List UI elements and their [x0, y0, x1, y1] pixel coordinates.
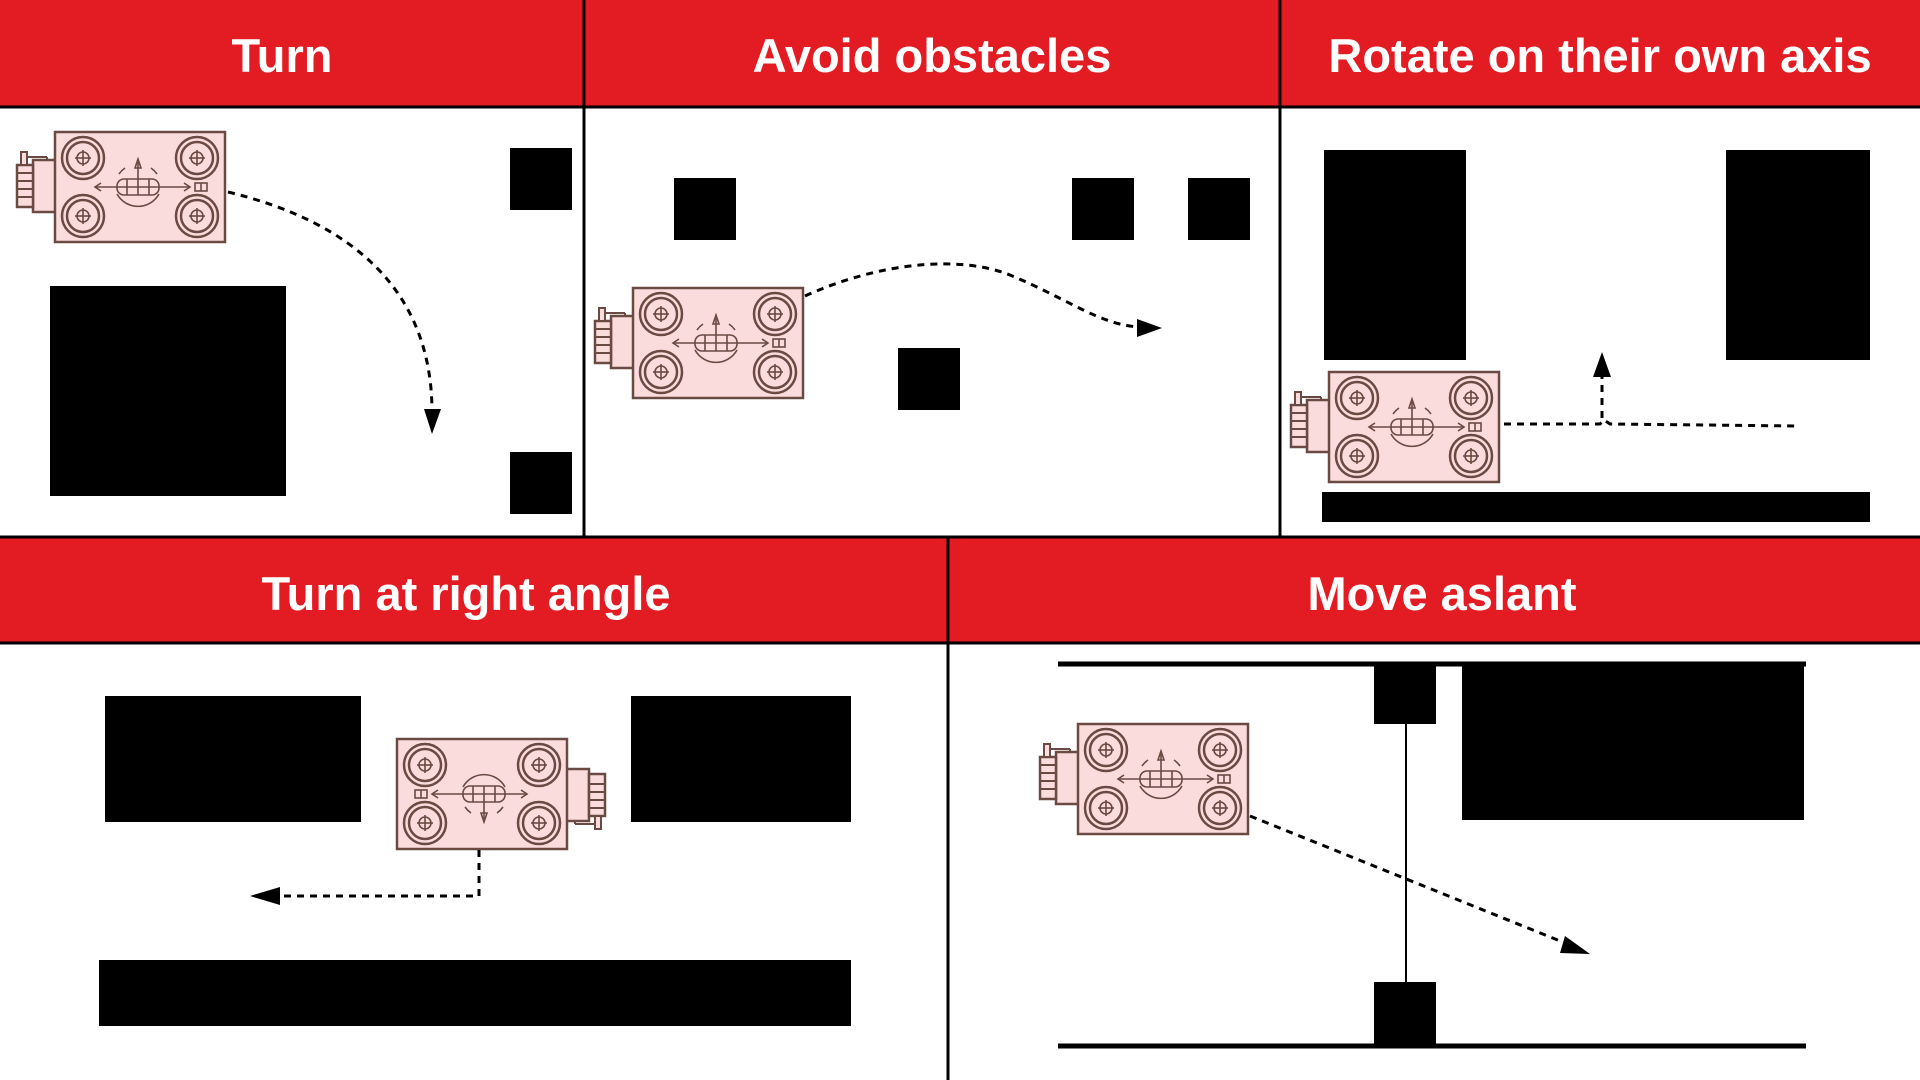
obstacle-block — [1322, 492, 1870, 522]
panel-title-turn: Turn — [232, 29, 333, 82]
mecanum-robot-icon — [15, 130, 227, 244]
panel-title-avoid-obstacles: Avoid obstacles — [753, 29, 1112, 82]
panel-title-rotate-axis: Rotate on their own axis — [1328, 29, 1871, 82]
arrow-head — [1137, 319, 1162, 337]
obstacle-block — [1188, 178, 1250, 240]
panel-move-aslant — [1038, 661, 1806, 1049]
obstacle-block — [510, 452, 572, 514]
dashed-path-arrow — [278, 850, 481, 898]
mecanum-robot-icon — [395, 737, 607, 851]
panel-title-move-aslant: Move aslant — [1307, 567, 1576, 620]
arrow-head — [250, 887, 280, 905]
obstacle-block — [1374, 982, 1436, 1046]
obstacle-block — [1072, 178, 1134, 240]
dashed-path-arrow — [1504, 418, 1798, 428]
obstacle-block — [105, 696, 361, 822]
mecanum-robot-icon — [593, 286, 805, 400]
arrow-head — [1560, 936, 1590, 954]
header-turn-right-angle: Turn at right angle — [0, 538, 948, 643]
mecanum-robot-icon — [1289, 370, 1501, 484]
obstacle-block — [1726, 150, 1870, 360]
header-rotate-axis: Rotate on their own axis — [1280, 0, 1920, 107]
mecanum-robot-icon — [1038, 722, 1250, 836]
obstacle-block — [99, 960, 851, 1026]
panel-rotate-axis — [1289, 150, 1870, 522]
obstacle-block — [1462, 666, 1804, 820]
obstacle-block — [1374, 664, 1436, 724]
header-avoid-obstacles: Avoid obstacles — [584, 0, 1280, 107]
obstacle-block — [1324, 150, 1466, 360]
obstacle-block — [510, 148, 572, 210]
header-turn: Turn — [0, 0, 584, 107]
panel-turn — [15, 130, 572, 514]
panel-turn-right-angle — [99, 696, 851, 1026]
dashed-path-arrow — [804, 262, 1141, 329]
panel-avoid-obstacles — [593, 178, 1250, 410]
panel-title-turn-right-angle: Turn at right angle — [261, 567, 670, 620]
obstacle-block — [631, 696, 851, 822]
obstacle-block — [898, 348, 960, 410]
arrow-head — [1593, 352, 1611, 377]
arrow-head — [424, 409, 441, 434]
obstacle-block — [674, 178, 736, 240]
header-move-aslant: Move aslant — [948, 538, 1920, 643]
dashed-path-arrow — [1249, 814, 1571, 947]
obstacle-block — [50, 286, 286, 496]
